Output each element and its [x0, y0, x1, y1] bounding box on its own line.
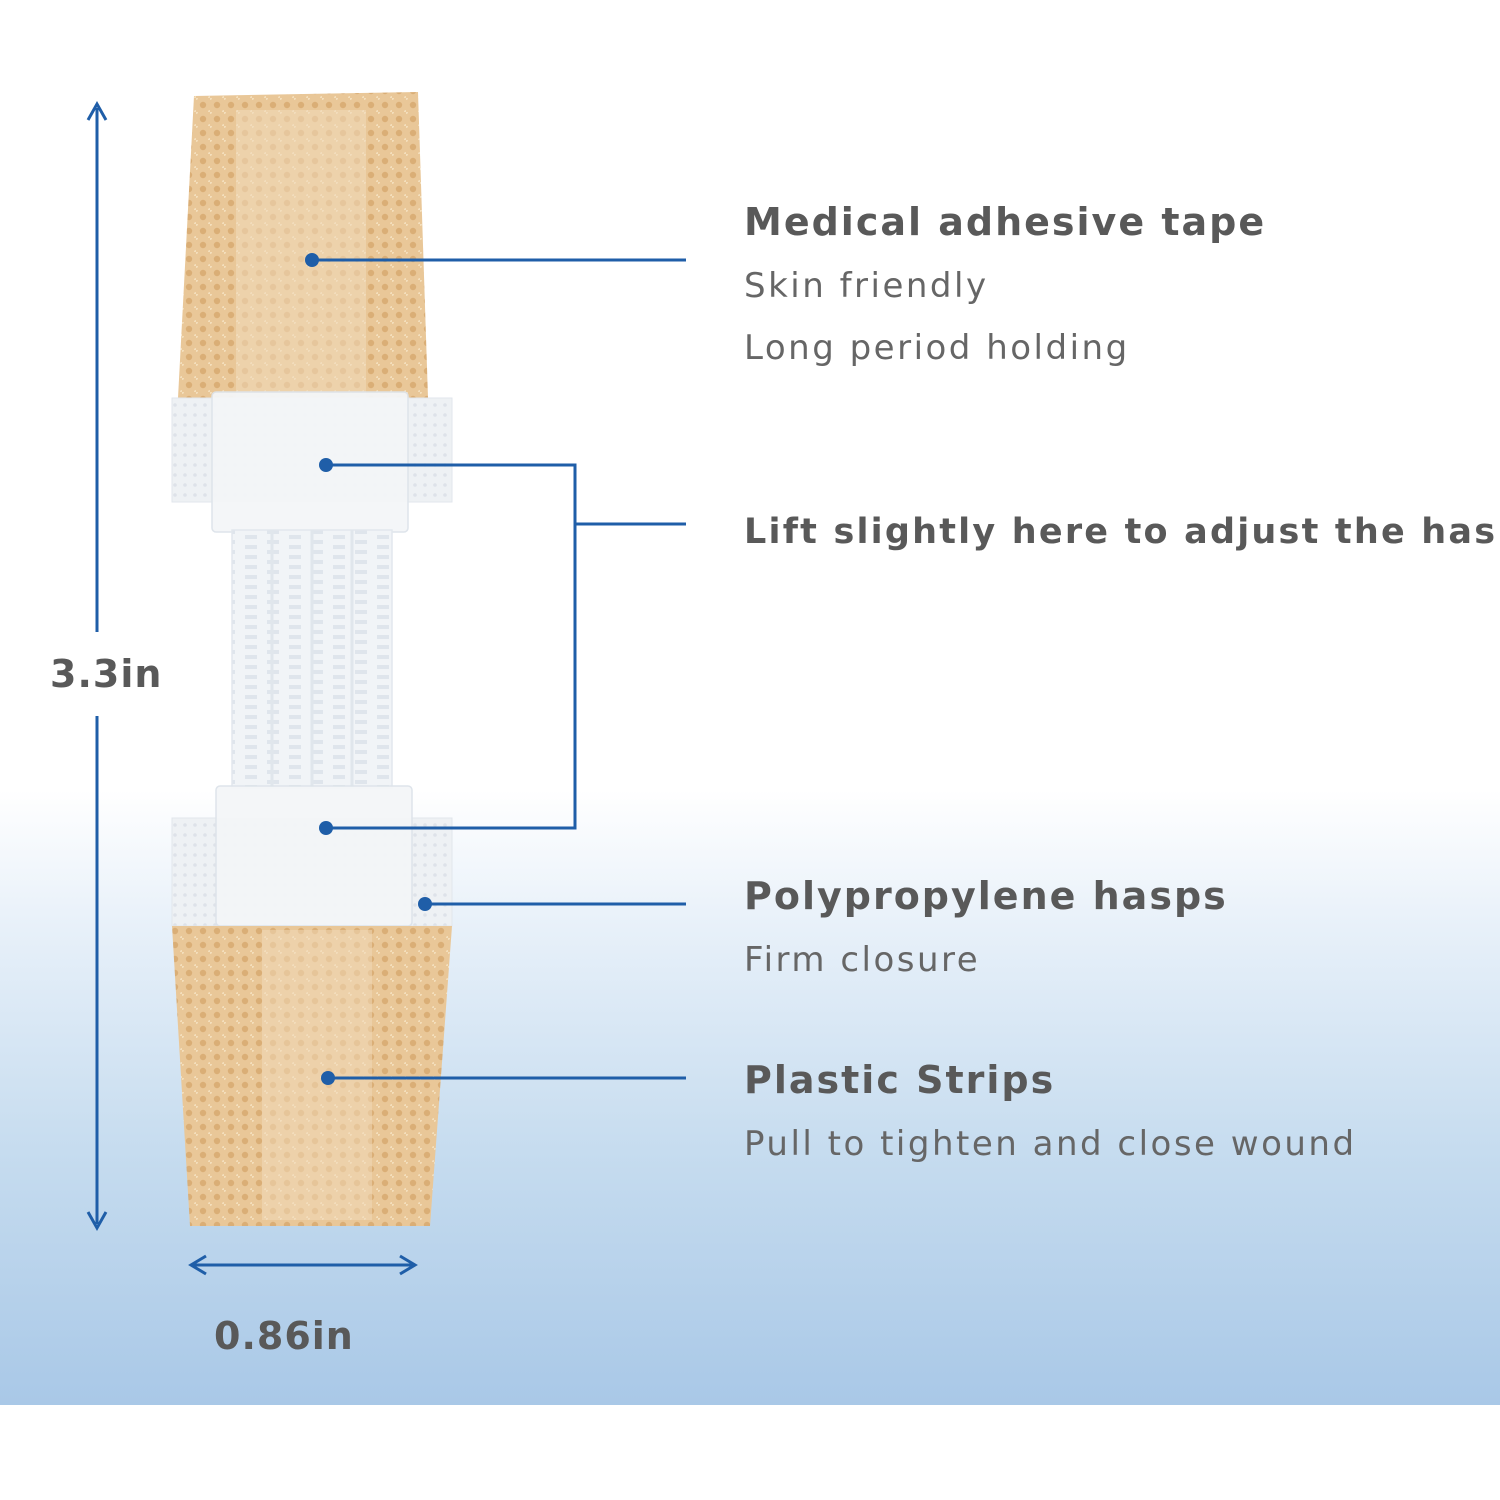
tape-callout-title: Medical adhesive tape: [744, 200, 1267, 244]
lift-leader-bracket: [326, 463, 577, 830]
bottom-tape-center-channel: [262, 930, 372, 1220]
strips-callout-title: Plastic Strips: [744, 1058, 1056, 1102]
strips-callout-line-1: Pull to tighten and close wound: [744, 1124, 1357, 1164]
hasps-callout-title: Polypropylene hasps: [744, 874, 1228, 918]
lift-callout-dot-bottom: [319, 821, 333, 835]
hasps-callout-line-1: Firm closure: [744, 940, 981, 980]
width-dimension-arrow: [188, 1254, 418, 1276]
height-dimension-label: 3.3in: [50, 652, 163, 696]
top-tape-center-channel: [236, 110, 366, 400]
lift-callout-dot-top: [319, 458, 333, 472]
width-dimension-label: 0.86in: [214, 1314, 354, 1358]
lift-callout-title: Lift slightly here to adjust the hasp: [744, 512, 1500, 552]
height-dimension-arrow: [86, 100, 108, 1232]
tape-callout-line-2: Long period holding: [744, 328, 1130, 368]
hasps-callout-dot: [418, 897, 432, 911]
tape-callout-line-1: Skin friendly: [744, 266, 989, 306]
top-hasp-buckle: [211, 391, 409, 533]
strips-callout-dot: [321, 1071, 335, 1085]
bottom-hasp-buckle: [215, 785, 413, 927]
tape-callout-dot: [305, 253, 319, 267]
